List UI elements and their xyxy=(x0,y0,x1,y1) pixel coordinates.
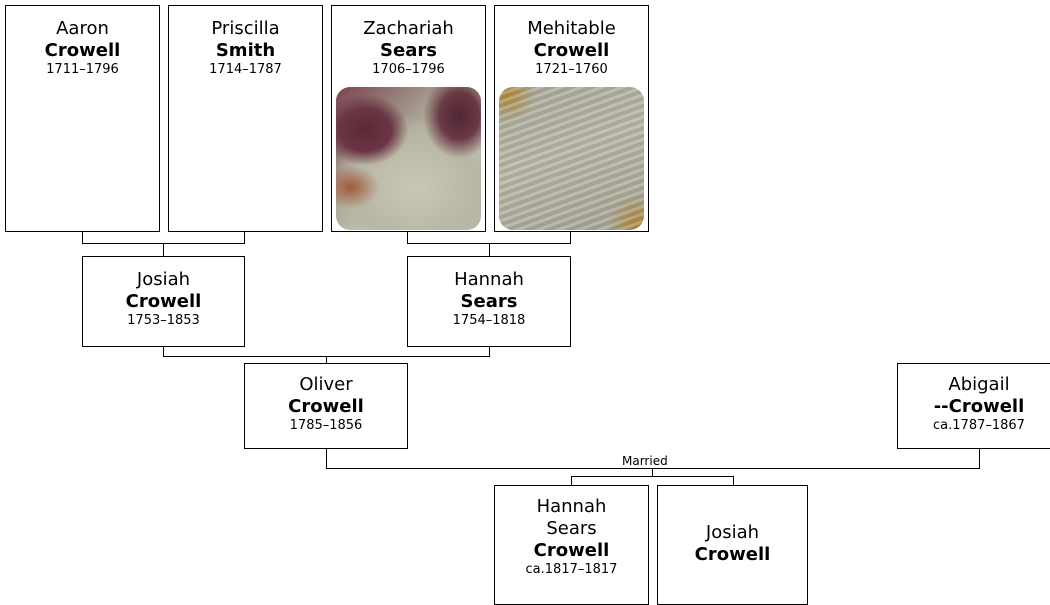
surname: Smith xyxy=(169,40,322,62)
given-name: Hannah xyxy=(495,496,648,518)
person-josiah-crowell-sr[interactable]: Josiah Crowell 1753–1853 xyxy=(82,256,245,347)
given-name: Josiah xyxy=(83,269,244,291)
gravestone-photo[interactable] xyxy=(336,87,481,230)
life-dates: 1706–1796 xyxy=(332,62,485,78)
life-dates: 1711–1796 xyxy=(6,62,159,78)
life-dates: 1753–1853 xyxy=(83,313,244,329)
middle-name: Sears xyxy=(495,518,648,540)
surname: Sears xyxy=(408,291,570,313)
person-mehitable-crowell[interactable]: Mehitable Crowell 1721–1760 xyxy=(494,5,649,232)
connector xyxy=(163,243,164,256)
person-josiah-crowell-jr[interactable]: Josiah Crowell xyxy=(657,485,808,605)
gravestone-photo[interactable] xyxy=(499,87,644,230)
given-name: Mehitable xyxy=(495,18,648,40)
surname: Crowell xyxy=(495,40,648,62)
children-connector xyxy=(733,476,734,485)
surname: Crowell xyxy=(245,396,407,418)
person-priscilla-smith[interactable]: Priscilla Smith 1714–1787 xyxy=(168,5,323,232)
given-name: Hannah xyxy=(408,269,570,291)
connector xyxy=(326,356,327,363)
surname: Sears xyxy=(332,40,485,62)
marriage-connector xyxy=(979,449,980,468)
connector xyxy=(489,243,490,256)
person-abigail-crowell[interactable]: Abigail --Crowell ca.1787–1867 xyxy=(897,363,1050,449)
person-zachariah-sears[interactable]: Zachariah Sears 1706–1796 xyxy=(331,5,486,232)
life-dates: ca.1817–1817 xyxy=(495,562,648,578)
person-hannah-sears-crowell[interactable]: Hannah Sears Crowell ca.1817–1817 xyxy=(494,485,649,605)
marriage-connector xyxy=(326,449,327,468)
life-dates: 1714–1787 xyxy=(169,62,322,78)
life-dates: 1785–1856 xyxy=(245,418,407,434)
given-name: Zachariah xyxy=(332,18,485,40)
surname: Crowell xyxy=(658,544,807,566)
surname: Crowell xyxy=(83,291,244,313)
marriage-label: Married xyxy=(620,454,670,468)
given-name: Josiah xyxy=(658,522,807,544)
given-name: Aaron xyxy=(6,18,159,40)
given-name: Priscilla xyxy=(169,18,322,40)
life-dates: ca.1787–1867 xyxy=(898,418,1050,434)
children-connector xyxy=(571,476,734,477)
marriage-connector xyxy=(326,468,980,469)
person-hannah-sears[interactable]: Hannah Sears 1754–1818 xyxy=(407,256,571,347)
person-oliver-crowell[interactable]: Oliver Crowell 1785–1856 xyxy=(244,363,408,449)
person-aaron-crowell[interactable]: Aaron Crowell 1711–1796 xyxy=(5,5,160,232)
given-name: Oliver xyxy=(245,374,407,396)
surname: Crowell xyxy=(6,40,159,62)
surname: Crowell xyxy=(495,540,648,562)
children-connector xyxy=(571,476,572,485)
given-name: Abigail xyxy=(898,374,1050,396)
surname: --Crowell xyxy=(898,396,1050,418)
life-dates: 1754–1818 xyxy=(408,313,570,329)
life-dates: 1721–1760 xyxy=(495,62,648,78)
